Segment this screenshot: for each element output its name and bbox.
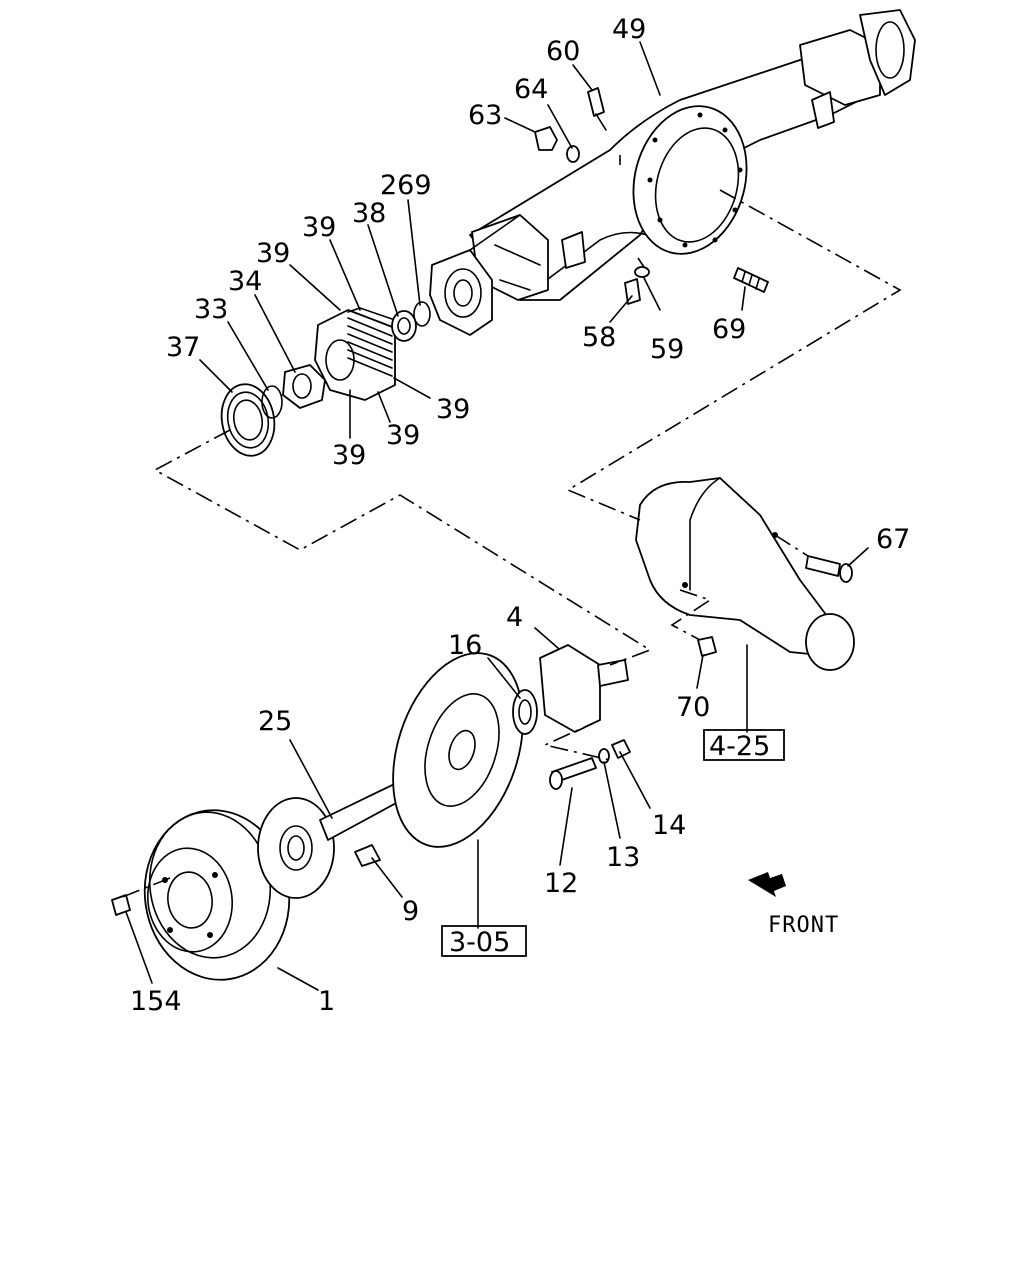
bolt-58: [624, 278, 641, 305]
label-33: 33: [194, 294, 228, 325]
label-14: 14: [652, 810, 686, 841]
stud-69: [733, 267, 769, 293]
nut-34: [282, 364, 326, 409]
label-4: 4: [506, 602, 523, 633]
label-1: 1: [318, 986, 335, 1017]
snap-ring-33: [261, 385, 283, 419]
label-12: 12: [544, 868, 578, 899]
label-39-d: 39: [386, 420, 420, 451]
label-70: 70: [676, 692, 710, 723]
front-label: FRONT: [768, 913, 839, 938]
nut-70: [697, 636, 717, 657]
label-38: 38: [352, 198, 386, 229]
label-49: 49: [612, 14, 646, 45]
label-60: 60: [546, 36, 580, 67]
label-39-c: 39: [436, 394, 470, 425]
washer-64: [566, 145, 580, 163]
label-39-e: 39: [332, 440, 366, 471]
label-39-b: 39: [256, 238, 290, 269]
o-ring-269: [413, 301, 431, 327]
part-labels: 49 60 64 63 269 38 39 39 34 33 37 39 39 …: [130, 14, 910, 1017]
label-34: 34: [228, 266, 262, 297]
washer-13: [598, 748, 610, 764]
ref-4-25-label: 4-25: [709, 731, 770, 762]
label-13: 13: [606, 842, 640, 873]
nut-14: [611, 739, 631, 759]
bolt-12: [549, 757, 597, 790]
oil-seal-16: [512, 689, 538, 735]
leader-lines: [125, 41, 869, 991]
label-16: 16: [448, 630, 482, 661]
oil-seal-38: [391, 310, 417, 342]
label-154: 154: [130, 986, 182, 1017]
ref-3-05-label: 3-05: [449, 927, 510, 958]
washer-59: [634, 266, 650, 278]
label-64: 64: [514, 74, 548, 105]
bolt-67: [805, 555, 853, 583]
ref-box-4-25: 4-25: [703, 729, 785, 762]
bearing-holder-4: [539, 644, 629, 733]
axle-housing: [429, 9, 916, 336]
label-9: 9: [402, 896, 419, 927]
ref-box-3-05: 3-05: [441, 925, 527, 958]
label-39-a: 39: [302, 212, 336, 243]
label-59: 59: [650, 334, 684, 365]
front-arrow-icon: [748, 872, 786, 897]
hub-flange: [257, 797, 335, 899]
plug-63: [534, 126, 558, 151]
differential-carrier: [635, 477, 855, 671]
label-67: 67: [876, 524, 910, 555]
label-58: 58: [582, 322, 616, 353]
label-63: 63: [468, 100, 502, 131]
assembly-dashed-lines: [119, 155, 902, 899]
bearing-retainer-39: [314, 307, 396, 401]
bearing-37: [220, 383, 276, 457]
breather-60: [587, 87, 607, 131]
backing-plate: [392, 652, 524, 848]
label-37: 37: [166, 332, 200, 363]
label-25: 25: [258, 706, 292, 737]
housing-flange-holes: [647, 112, 743, 248]
label-69: 69: [712, 314, 746, 345]
screw-154: [111, 894, 131, 916]
front-indicator: FRONT: [748, 872, 839, 938]
label-269: 269: [380, 170, 432, 201]
